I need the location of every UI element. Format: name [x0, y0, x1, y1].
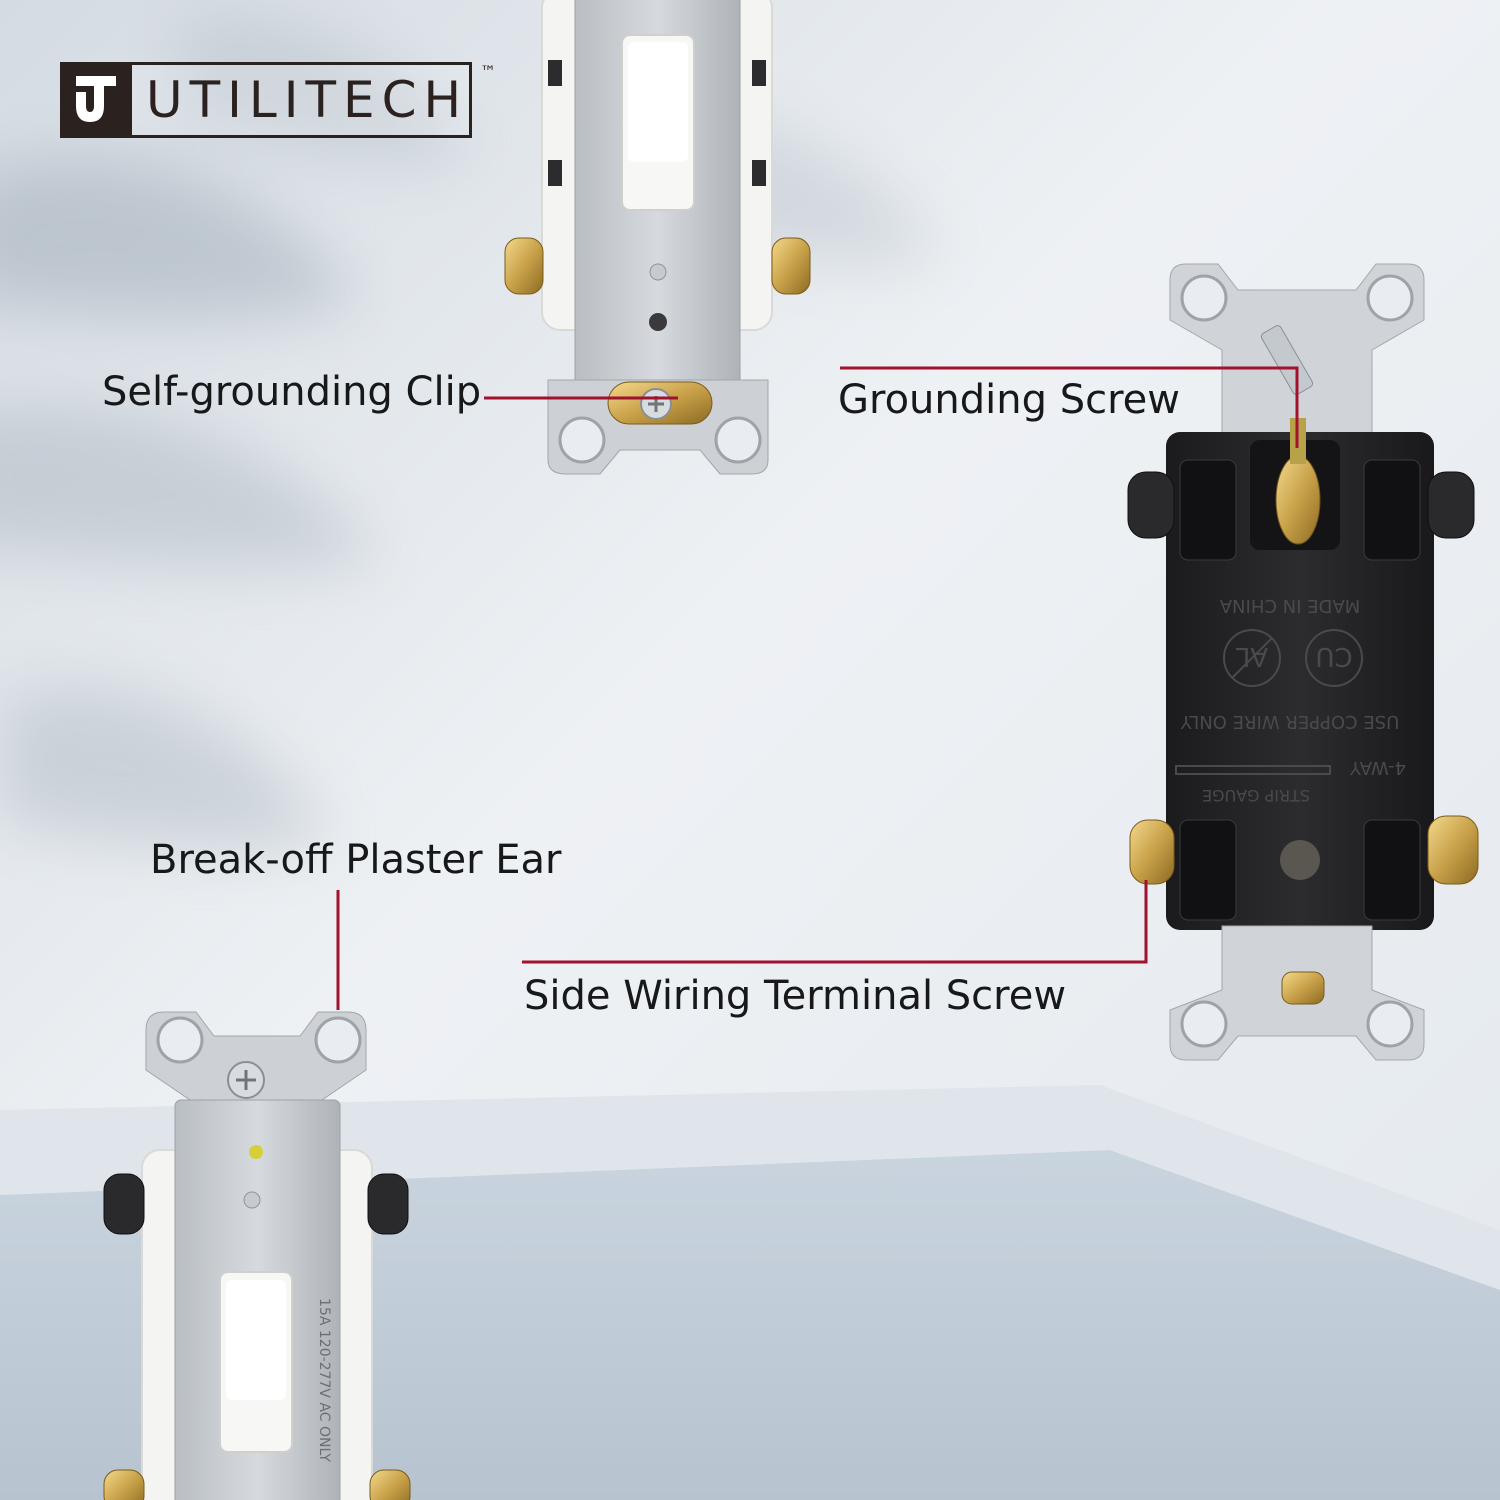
side-wiring-terminal-screw-leader — [522, 880, 1148, 964]
cert-mark-text: CU — [1315, 641, 1352, 671]
wire-marking-text: USE COPPER WIRE ONLY — [1180, 711, 1400, 732]
callout-leader-lines — [336, 366, 1299, 1010]
grounding-screw-leader — [840, 366, 1299, 448]
strip-gauge-text: STRIP GAUGE — [1202, 786, 1310, 805]
break-off-plaster-ear-label: Break-off Plaster Ear — [150, 837, 562, 883]
bottom-switch-right-black-screw — [367, 1173, 409, 1235]
logo-mark-icon — [60, 62, 132, 138]
plinth-top-edge — [0, 1085, 1500, 1290]
utilitech-logo: UTILITECH ™ — [60, 62, 510, 142]
top-switch-mount-screw-icon — [649, 263, 667, 281]
self-grounding-clip-label: Self-grounding Clip — [102, 369, 482, 415]
grounding-screw-brass-icon — [1275, 455, 1321, 545]
grounding-screw-label: Grounding Screw — [838, 377, 1180, 423]
origin-marking-text: MADE IN CHINA — [1219, 595, 1360, 616]
al-mark-text: AL — [1235, 641, 1268, 671]
trademark-symbol: ™ — [480, 62, 496, 81]
right-switch-top-strap — [1169, 263, 1425, 441]
side-wiring-terminal-screw-part — [1129, 819, 1175, 885]
grounding-screw-part — [1260, 325, 1314, 395]
top-switch-right-terminal-screw — [771, 237, 811, 295]
top-switch-left-terminal-screw — [504, 237, 544, 295]
right-back-view-switch: CU AL MADE IN CHINA USE COPPER WIRE ONLY… — [1127, 263, 1479, 1061]
top-toggle-switch — [504, 0, 811, 475]
plinth — [0, 1150, 1500, 1500]
bottom-switch-left-black-screw — [103, 1173, 145, 1235]
right-switch-markings — [1175, 629, 1363, 775]
type-marking-text: 4-WAY — [1349, 757, 1406, 778]
bottom-toggle-switch: 15A 120-277V AC ONLY — [103, 1011, 411, 1500]
right-switch-right-brass-screw — [1427, 815, 1479, 885]
rating-marking-text: 15A 120-277V AC ONLY — [316, 1298, 332, 1462]
right-switch-right-black-screw — [1427, 471, 1475, 539]
side-wiring-terminal-screw-label: Side Wiring Terminal Screw — [524, 973, 1067, 1019]
brand-name: UTILITECH — [146, 71, 469, 129]
right-switch-left-black-screw — [1127, 471, 1175, 539]
